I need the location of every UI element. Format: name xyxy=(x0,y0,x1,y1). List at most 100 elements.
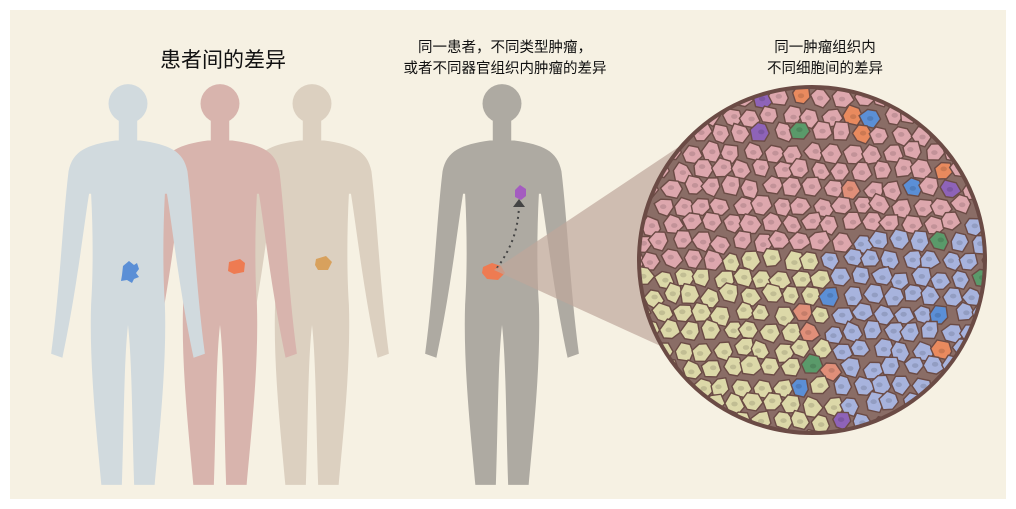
cell-nucleus xyxy=(859,272,866,278)
cell-nucleus xyxy=(812,149,819,154)
cell-icon xyxy=(853,375,877,397)
cell-nucleus xyxy=(737,168,744,173)
cell-nucleus xyxy=(931,150,938,156)
cell-nucleus xyxy=(809,218,816,224)
cell-nucleus xyxy=(837,240,844,246)
cell-icon xyxy=(730,122,751,144)
cell-nucleus xyxy=(696,351,704,356)
cell-nucleus xyxy=(770,183,777,189)
cell-icon xyxy=(841,211,863,231)
cell-nucleus xyxy=(817,239,824,245)
cell-nucleus xyxy=(681,203,688,209)
cell-icon xyxy=(859,248,881,268)
cell-nucleus xyxy=(931,361,939,367)
cell-nucleus xyxy=(746,362,753,368)
cell-nucleus xyxy=(845,402,852,408)
cell-nucleus xyxy=(648,223,656,229)
cell-icon xyxy=(723,321,745,340)
cell-icon xyxy=(865,390,885,414)
cell-nucleus xyxy=(890,328,897,334)
cell-nucleus xyxy=(876,382,883,388)
cell-icon xyxy=(789,196,812,216)
cell-nucleus xyxy=(858,170,866,176)
cell-icon xyxy=(913,198,936,218)
cell-nucleus xyxy=(885,398,893,403)
cell-nucleus xyxy=(888,363,895,368)
cell-nucleus xyxy=(679,309,686,315)
cell-icon xyxy=(811,120,834,140)
cell-nucleus xyxy=(912,363,919,368)
cell-nucleus xyxy=(879,275,886,281)
dotted-arrow-icon xyxy=(513,199,525,207)
cell-nucleus xyxy=(805,330,812,335)
cell-icon xyxy=(929,271,952,291)
cell-nucleus xyxy=(870,367,878,373)
cell-nucleus xyxy=(909,257,916,263)
cell-nucleus xyxy=(667,254,674,260)
cell-nucleus xyxy=(708,257,715,263)
cell-icon xyxy=(781,176,803,198)
cell-icon xyxy=(868,192,891,216)
cell-nucleus xyxy=(876,201,883,207)
cell-nucleus xyxy=(869,188,877,194)
cell-icon xyxy=(749,121,771,142)
cell-nucleus xyxy=(816,95,824,101)
cell-icon xyxy=(719,143,740,165)
cell-icon xyxy=(660,248,684,270)
cell-nucleus xyxy=(819,276,826,281)
cell-nucleus xyxy=(829,116,837,122)
cell-nucleus xyxy=(909,223,916,229)
cell-icon xyxy=(829,195,853,215)
cell-nucleus xyxy=(916,238,924,244)
cell-nucleus xyxy=(878,167,885,172)
cell-nucleus xyxy=(859,130,867,136)
cell-icon xyxy=(691,342,713,363)
cell-nucleus xyxy=(869,151,877,157)
cell-icon xyxy=(790,378,810,399)
cell-nucleus xyxy=(795,383,802,389)
cell-icon xyxy=(941,286,964,308)
cell-nucleus xyxy=(665,363,672,369)
cell-nucleus xyxy=(756,309,764,315)
cell-nucleus xyxy=(748,400,756,406)
cell-nucleus xyxy=(721,349,728,355)
cell-nucleus xyxy=(709,149,716,155)
cell-icon xyxy=(919,249,942,270)
cell-nucleus xyxy=(830,405,838,410)
cell-icon xyxy=(708,197,731,217)
cell-nucleus xyxy=(790,402,797,407)
cell-nucleus xyxy=(851,152,858,158)
cell-nucleus xyxy=(896,348,903,354)
cell-icon xyxy=(767,229,791,250)
cell-nucleus xyxy=(730,328,737,334)
cell-nucleus xyxy=(767,328,774,334)
cell-nucleus xyxy=(709,182,716,188)
cell-nucleus xyxy=(919,310,926,316)
cell-nucleus xyxy=(817,169,825,175)
cell-icon xyxy=(903,283,926,302)
cell-icon xyxy=(955,301,976,322)
cell-icon xyxy=(691,268,711,288)
cell-icon xyxy=(939,179,963,199)
cell-icon xyxy=(663,281,683,305)
cell-nucleus xyxy=(698,164,706,170)
cell-nucleus xyxy=(715,384,722,390)
cell-icon xyxy=(809,375,831,395)
cell-nucleus xyxy=(796,127,803,133)
cell-nucleus xyxy=(837,417,845,422)
cell-icon xyxy=(909,230,930,253)
patient-figure-blue xyxy=(51,84,205,485)
cell-icon xyxy=(774,121,795,143)
cell-nucleus xyxy=(679,170,687,176)
cell-icon xyxy=(735,301,756,321)
cell-nucleus xyxy=(758,96,766,102)
cell-icon xyxy=(920,320,939,340)
cell-nucleus xyxy=(881,311,888,317)
cell-nucleus xyxy=(731,114,738,119)
cell-nucleus xyxy=(781,167,789,172)
cell-nucleus xyxy=(818,312,825,318)
cell-icon xyxy=(800,176,823,197)
cell-icon xyxy=(751,303,771,322)
cell-icon xyxy=(808,230,832,252)
cell-nucleus xyxy=(820,347,827,352)
